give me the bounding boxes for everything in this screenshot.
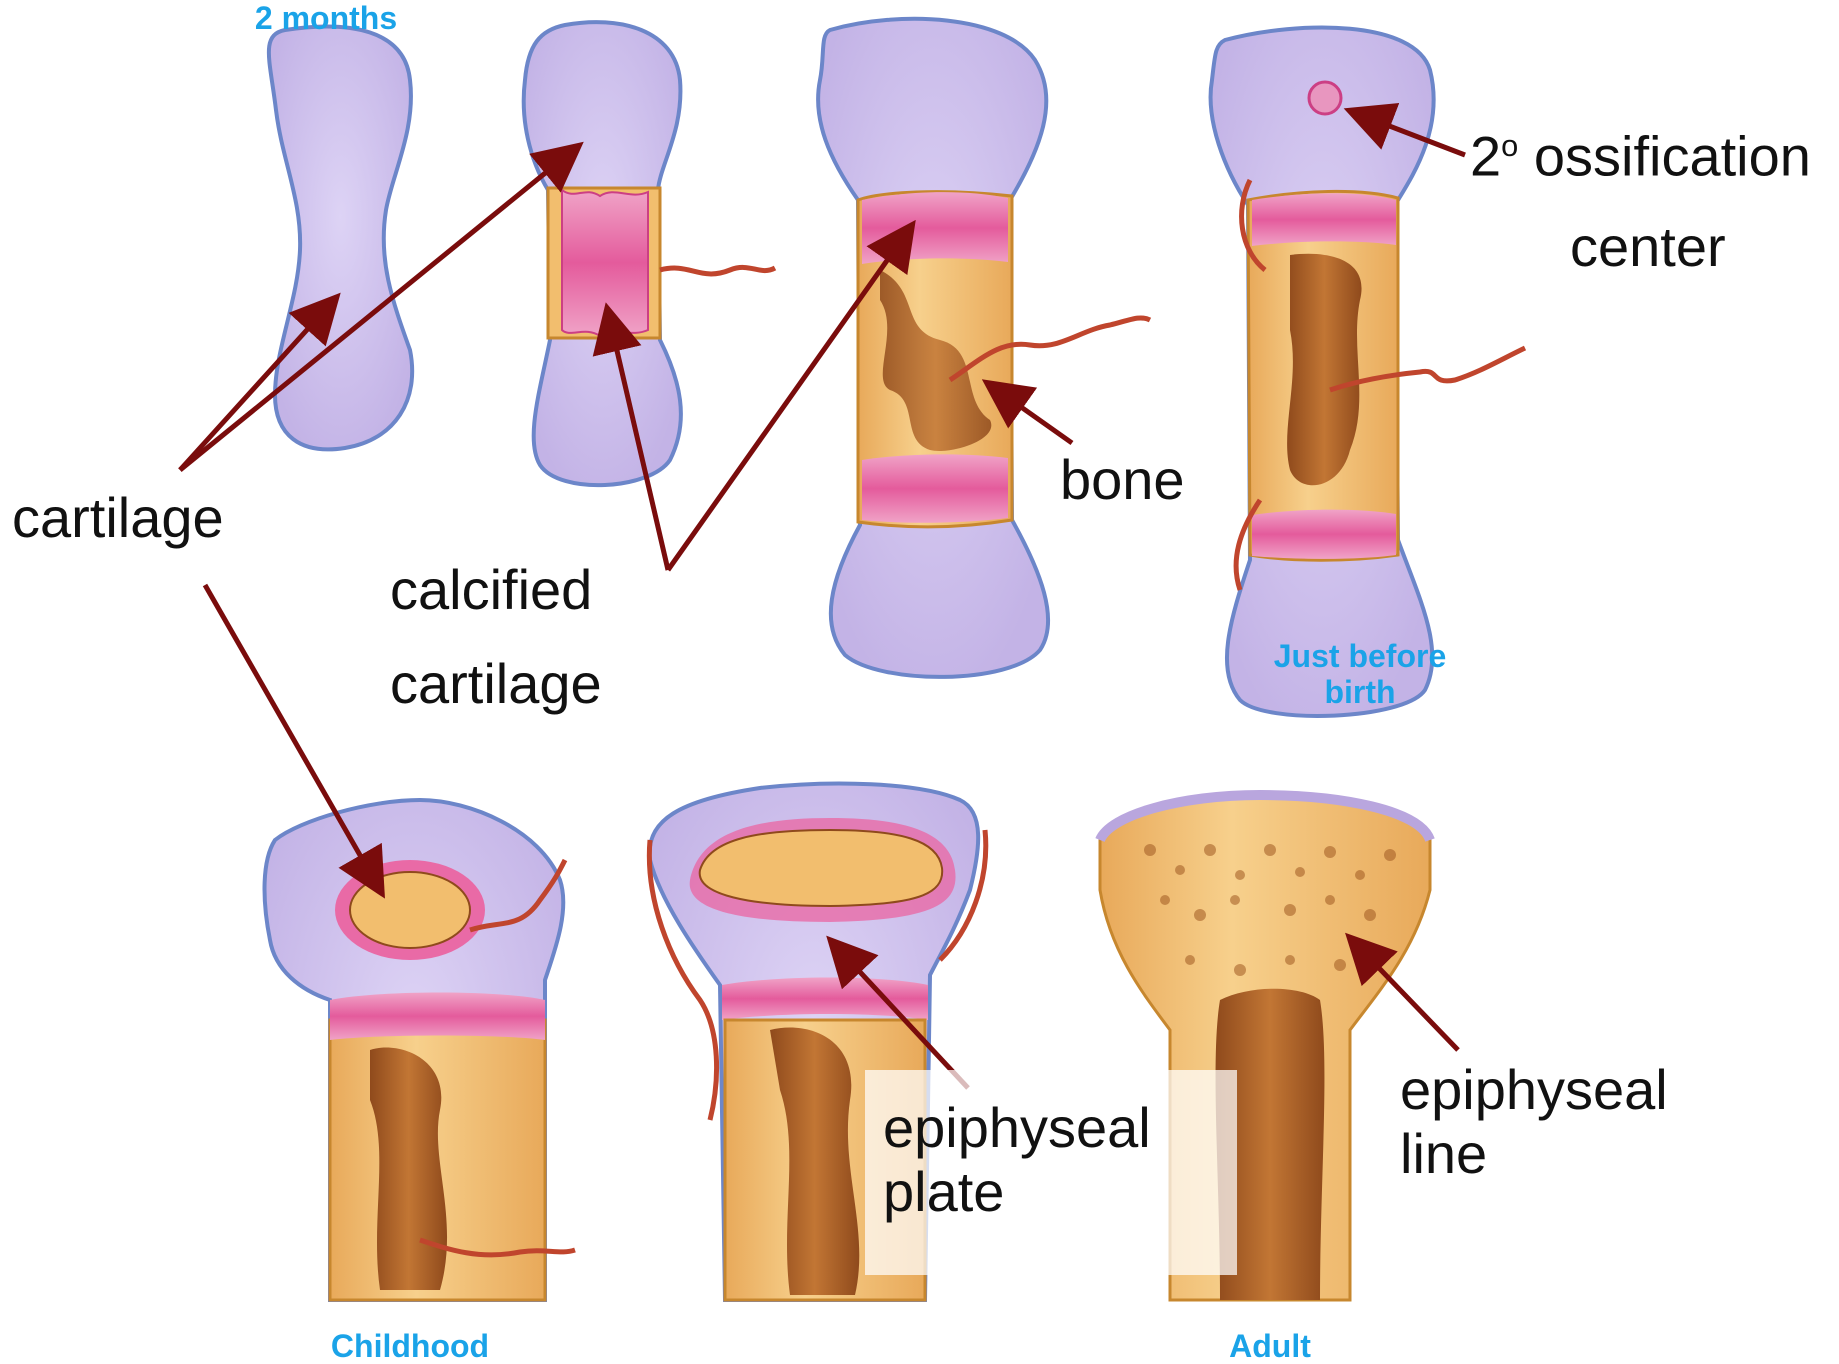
stage-label-childhood: Childhood [300, 1328, 520, 1364]
label-epiphyseal-line: epiphyseal line [1400, 1058, 1668, 1186]
stage-label-line: Just before [1250, 638, 1470, 674]
label-bone: bone [1060, 448, 1185, 512]
label-line: line [1400, 1122, 1668, 1186]
label-line: epiphyseal [883, 1096, 1151, 1160]
stage-label-just-before-birth: Just before birth [1250, 638, 1470, 710]
bone-childhood [265, 800, 575, 1300]
bone-primary-ossification-stage [818, 19, 1150, 677]
stage-label-line: birth [1250, 674, 1470, 710]
label-ossification-center: 2o ossification center [1470, 114, 1811, 279]
label-line: 2o ossification [1470, 114, 1811, 189]
blood-vessel [660, 267, 775, 274]
bone-collar-stage [524, 22, 775, 485]
label-calcified-cartilage: calcified cartilage [390, 558, 602, 716]
label-cartilage: cartilage [12, 486, 224, 550]
stage-label-2-months: 2 months [236, 0, 416, 36]
label-line: epiphyseal [1400, 1058, 1668, 1122]
bone-2-months [269, 27, 412, 450]
label-line: plate [883, 1160, 1151, 1224]
stage-label-adult: Adult [1200, 1328, 1340, 1364]
label-epiphyseal-plate: epiphyseal plate [883, 1096, 1151, 1224]
secondary-ossification-center [1309, 82, 1341, 114]
label-line: calcified [390, 558, 602, 622]
label-line: cartilage [390, 652, 602, 716]
label-line: center [1470, 215, 1811, 279]
